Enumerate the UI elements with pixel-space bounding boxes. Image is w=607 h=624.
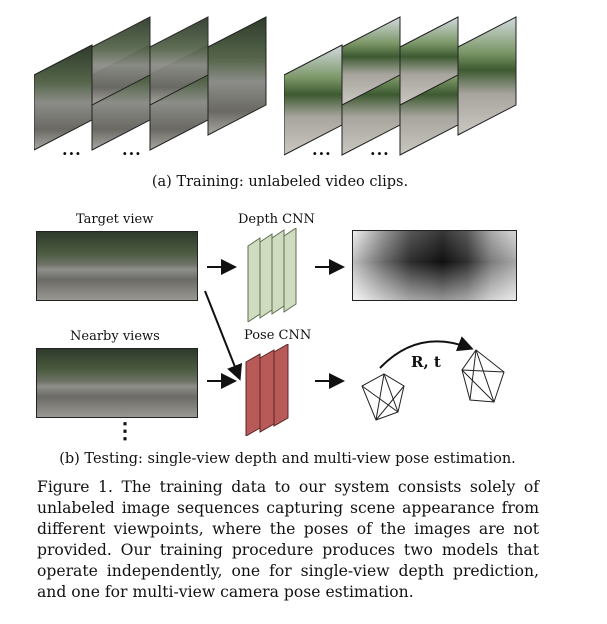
video-frame [34,44,93,151]
depth-map-output [352,230,517,301]
camera-frustum-icon [461,349,505,403]
ellipsis: ... [62,140,82,159]
panel-a-caption: (a) Training: unlabeled video clips. [151,174,409,190]
pose-cnn-label: Pose CNN [244,328,312,343]
figure-caption: Figure 1. The training data to our syste… [37,478,539,601]
nearby-views-label: Nearby views [70,329,160,344]
curved-arrow-icon [379,336,474,369]
diagram-arrows [204,259,345,389]
camera-pose-diagram [361,336,505,421]
pose-cnn-layers [245,344,289,436]
vertical-ellipsis: ⋮ [114,418,136,444]
nearby-view-image [36,348,198,418]
video-clip-stack-left [34,16,267,151]
video-frame [284,44,343,156]
video-clip-stack-right [284,16,517,156]
video-frame [207,16,267,136]
ellipsis: ... [122,140,142,159]
rotation-translation-label: R, t [411,353,441,371]
target-view-label: Target view [76,212,154,227]
video-frame [457,16,517,136]
ellipsis: ... [370,140,390,159]
panel-b-caption: (b) Testing: single-view depth and multi… [59,451,516,467]
ellipsis: ... [312,140,332,159]
camera-frustum-icon [361,373,405,421]
depth-cnn-label: Depth CNN [238,212,315,227]
target-view-image [36,231,198,301]
arrow-icon [204,290,243,381]
depth-cnn-layers [247,228,297,322]
